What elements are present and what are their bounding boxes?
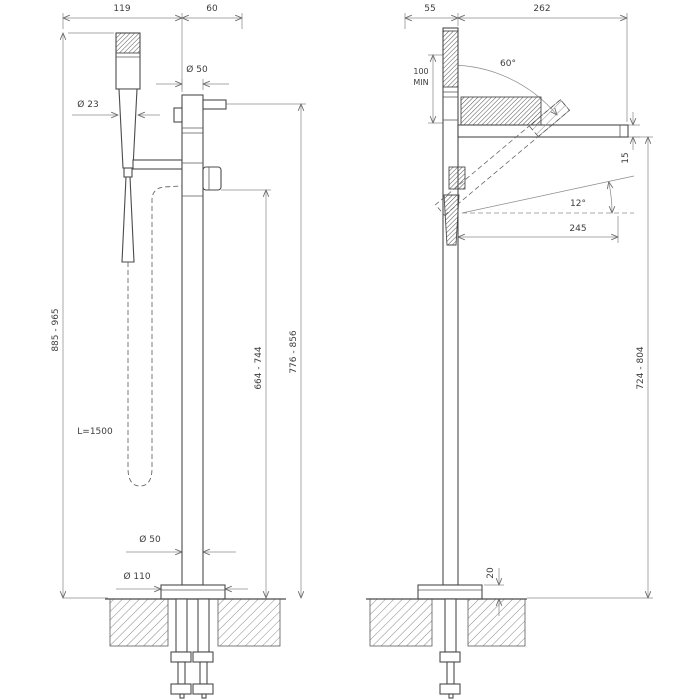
angle-label-spout-tilt: 12° [570,199,586,209]
clearance-unit-label: MIN [413,78,428,87]
diverter-knob [173,107,183,123]
front-dimension-lines [63,13,306,598]
handshower-head-stowed [528,99,571,138]
hose-protector-cone [121,176,135,263]
side-view: 55 262 60° 100 MIN 15 12° 245 724 - 804 … [366,4,653,699]
floor-hatch-left [109,598,169,647]
dim-label-spout-height: 724 - 804 [636,346,646,390]
dim-label-total-height: 885 - 965 [51,308,61,351]
dim-label-spout-thickness: 15 [621,152,631,163]
angle-arc-60 [450,65,557,115]
dim-label-dia-column-bottom: Ø 50 [139,534,161,545]
column-front [181,94,204,586]
dim-label-dia-base-plate: Ø 110 [123,571,150,582]
hose-outlet [202,166,222,191]
dim-label-spout-projection: 262 [533,4,550,14]
side-dimension-lines [405,13,653,616]
handshower-assembly [115,32,183,487]
spout-body [460,96,542,126]
floor-section-side [366,598,527,699]
hose-connector-side [443,194,460,246]
column-side [442,27,459,586]
handshower-spray-face [115,32,141,54]
handshower-holder-arm [132,159,183,170]
floor-hatch-right [217,598,281,647]
mixer-column-side [417,27,629,600]
clearance-value-label: 100 [413,67,428,76]
hose-nut [123,167,133,178]
supply-pipes-front [170,598,214,699]
dim-label-dia-handshower: Ø 23 [77,99,98,110]
flexible-hose [127,185,183,487]
front-view: 119 60 Ø 23 Ø 50 885 - 965 664 - 744 776… [51,4,306,699]
base-plate-side [417,584,483,600]
floor-section-front [105,598,286,699]
supply-pipe-side [439,598,461,699]
dim-label-body-depth: 55 [424,4,435,14]
handshower-grip [118,88,138,169]
dim-label-dia-column-top: Ø 50 [186,64,208,75]
dim-label-shower-offset: 119 [113,4,130,14]
dim-label-spout-reach: 245 [569,224,586,234]
holder-side [448,166,466,190]
floor-hatch-left-side [369,598,433,647]
mixer-column-front [132,94,227,600]
base-plate-front [160,584,226,600]
angle-arc-12 [609,182,612,213]
dim-label-base-thickness: 20 [486,567,496,579]
dim-label-handle-offset: 60 [206,4,218,14]
handle-lever [202,99,227,110]
dim-label-hose-length: L=1500 [77,427,113,437]
handle-knurl [442,30,459,88]
floor-hatch-right-side [467,598,526,647]
dim-label-top-height: 776 - 856 [289,330,299,374]
dim-label-outlet-height: 664 - 744 [254,346,264,390]
angle-label-handshower: 60° [500,59,516,69]
